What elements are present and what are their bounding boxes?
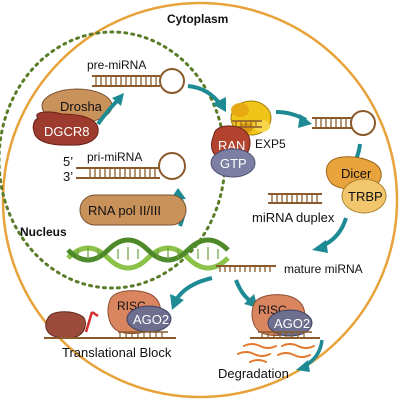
pri-mirna-hairpin <box>76 152 186 180</box>
mature-mirna <box>216 265 276 272</box>
rna-pol-protein <box>79 194 187 226</box>
cyto-pre-mirna-hairpin <box>312 110 376 136</box>
drosha-label: Drosha <box>60 99 103 114</box>
exp5-label: EXP5 <box>255 137 286 151</box>
risc-right-mrna <box>250 331 320 339</box>
gtp-label: GTP <box>220 156 247 171</box>
translational-block-label: Translational Block <box>62 345 172 360</box>
risc-left-mrna <box>44 331 176 339</box>
arrow-duplex-to-mature-head <box>312 240 328 253</box>
pre-mirna-hairpin <box>92 68 185 94</box>
three-prime-label: 3’ <box>63 169 73 184</box>
dgcr8-protein <box>32 111 99 146</box>
ago2-right-protein <box>267 309 313 337</box>
dgcr8-label: DGCR8 <box>44 124 90 139</box>
trbp-label: TRBP <box>348 189 383 204</box>
nucleus-label: Nucleus <box>20 225 67 239</box>
ago2-left-label: AGO2 <box>133 312 169 327</box>
trbp-protein <box>341 178 387 214</box>
arrow-pre-mirna-to-exp5 <box>187 84 222 106</box>
degraded-mrna-fragments <box>237 343 315 363</box>
mirna-duplex-label: miRNA duplex <box>252 210 335 225</box>
mature-mirna-label: mature miRNA <box>284 262 363 276</box>
dicer-label: Dicer <box>341 166 372 181</box>
arrow-drosha-to-pre-mirna-head <box>112 93 124 106</box>
arrow-to-translational-block <box>174 276 213 302</box>
gtp-molecule <box>210 148 256 178</box>
pri-mirna-label: pri-miRNA <box>87 150 142 164</box>
degradation-label: Degradation <box>218 366 289 381</box>
dna-helix <box>66 237 230 271</box>
five-prime-label: 5’ <box>63 154 73 169</box>
arrow-exp5-to-cyto-pre-mirna-head <box>298 114 312 128</box>
ribosome <box>45 311 86 339</box>
arrow-to-degradation-label-head <box>296 360 310 372</box>
pre-mirna-label: pre-miRNA <box>87 58 146 72</box>
mirna-duplex <box>268 193 322 204</box>
arrow-to-translational-block-head <box>170 294 184 310</box>
arrow-pre-mirna-to-exp5-head <box>212 97 226 112</box>
translational-block-mark <box>84 310 99 333</box>
rna-pol-label: RNA pol II/III <box>88 203 161 218</box>
ago2-right-label: AGO2 <box>274 316 310 331</box>
cytoplasm-label: Cytoplasm <box>167 12 228 26</box>
